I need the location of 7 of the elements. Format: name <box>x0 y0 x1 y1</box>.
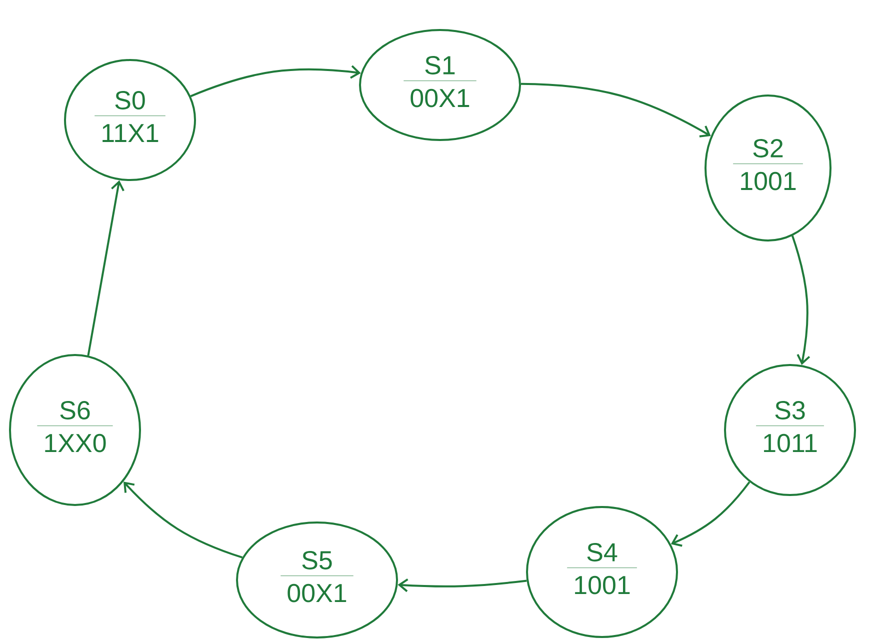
arrow <box>123 482 243 558</box>
arrow <box>87 180 124 356</box>
arrow <box>190 65 361 98</box>
arrow <box>520 82 711 138</box>
arrow <box>670 481 750 547</box>
arrow <box>791 236 810 366</box>
arrow <box>398 578 527 592</box>
